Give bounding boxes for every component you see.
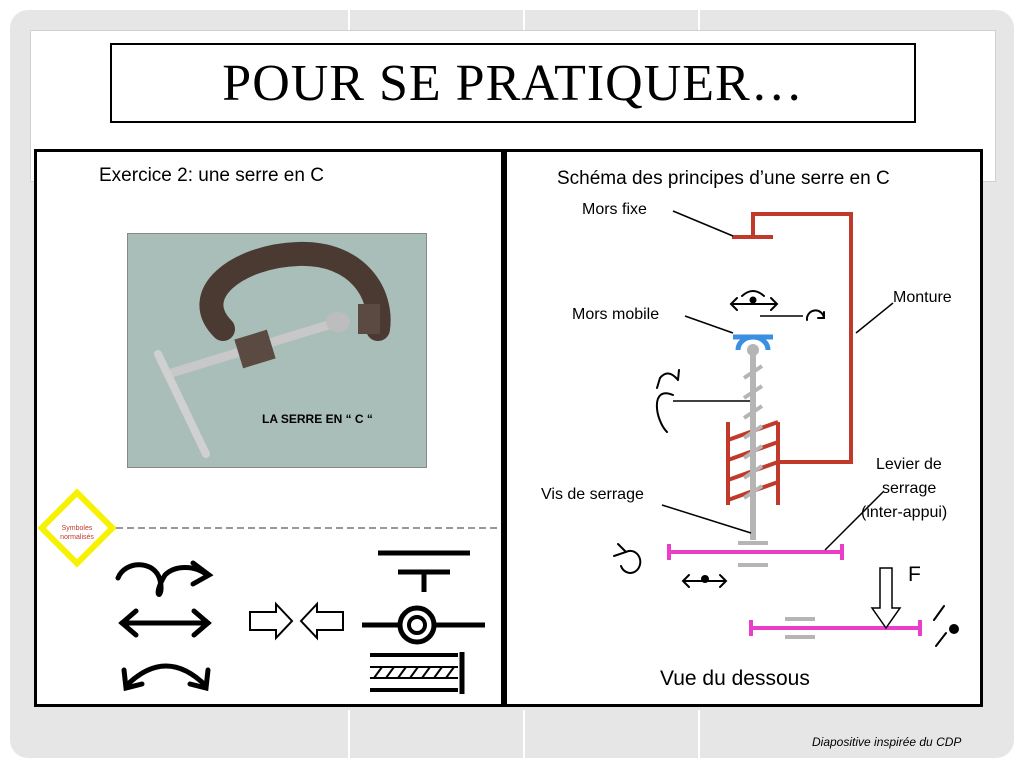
symbol-plane-contact: [378, 553, 470, 592]
symbol-helical-link: [370, 652, 462, 694]
motion-symbols: [614, 291, 958, 646]
badge-text: Symboles normalisés: [52, 524, 102, 542]
symbol-translation-arrow: [122, 611, 208, 635]
symbol-curved-double-arrow: [124, 666, 208, 688]
badge-line1: Symboles: [52, 524, 102, 533]
symbol-pivot: [362, 608, 485, 642]
jaw-ball: [747, 344, 759, 356]
symbol-opposing-arrows: [250, 604, 343, 638]
badge-line2: normalisés: [52, 533, 102, 542]
symbol-rotation-arrow: [118, 563, 209, 594]
force-arrow: [872, 568, 900, 628]
